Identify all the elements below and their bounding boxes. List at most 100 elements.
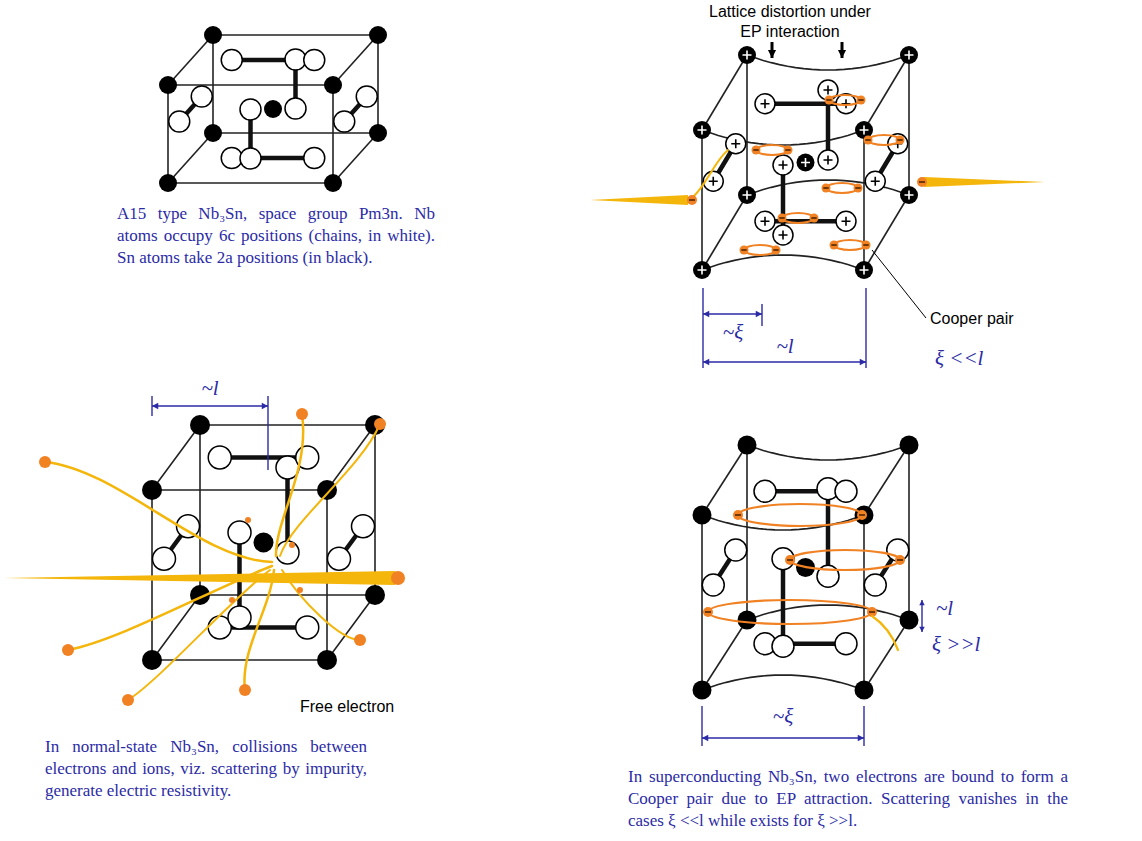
cube-edge: [702, 675, 864, 690]
nb-atom: [864, 574, 886, 596]
electron-trajectory: [282, 570, 360, 640]
relation-label: ξ >>l: [932, 632, 980, 656]
sn-atom: [264, 100, 282, 118]
arrow-head: [703, 359, 709, 365]
relation-label: ξ <<l: [935, 346, 983, 370]
unit-cell: [142, 415, 385, 670]
electron-dot: [245, 517, 251, 523]
charge-sign: [761, 99, 770, 108]
charge-sign: [897, 559, 903, 560]
charge-sign: [811, 217, 816, 218]
charge-sign: [824, 156, 833, 165]
electron-dot: [896, 136, 905, 145]
cube-edge: [863, 515, 865, 690]
nb-atom: [772, 548, 794, 570]
nb-atom: [285, 49, 306, 70]
sn-atom: [190, 415, 210, 435]
dimension-label: ~ξ: [763, 704, 803, 728]
charge-sign: [741, 249, 746, 250]
electron-dot: [917, 177, 927, 187]
electron-trajectory: [45, 462, 272, 562]
sn-atom: [900, 186, 918, 204]
sn-atom: [324, 174, 342, 192]
unit-cell: [159, 26, 387, 192]
electron-dot: [810, 214, 819, 223]
charge-sign: [859, 514, 865, 515]
nb-atom: [240, 99, 261, 120]
electron-dot: [354, 634, 366, 646]
nb-atom: [221, 50, 242, 71]
nb-atom: [772, 635, 794, 657]
charge-sign: [897, 139, 902, 140]
charge-sign: [773, 249, 778, 250]
nb-atom: [356, 86, 377, 107]
charge-sign: [731, 139, 740, 148]
cube-edge: [327, 425, 375, 490]
arrow-head: [152, 403, 158, 409]
charge-sign: [761, 217, 770, 226]
electron-dot: [854, 184, 863, 193]
electron-dot: [297, 587, 303, 593]
charge-sign: [779, 161, 788, 170]
charge-sign: [860, 126, 869, 135]
sn-atom: [693, 121, 711, 139]
sn-atom: [204, 124, 222, 142]
sn-atom: [369, 26, 387, 44]
dimension-arrow: [702, 737, 864, 738]
charge-sign: [823, 187, 828, 188]
nb-atom: [818, 150, 838, 170]
cube-edge: [702, 620, 747, 690]
sn-atom: [797, 154, 815, 172]
electron-trajectory: [872, 616, 898, 650]
electron-dot: [122, 694, 134, 706]
electron-dot: [778, 214, 787, 223]
dimension-arrow: [703, 361, 866, 362]
sn-atom: [254, 533, 274, 553]
cube-edge: [702, 55, 747, 130]
cube-edge: [168, 84, 333, 86]
electron-trajectory: [128, 570, 270, 700]
sn-atom: [855, 681, 874, 700]
nb-atom: [835, 633, 857, 655]
cube-edge: [702, 445, 747, 515]
cube-edge: [702, 255, 864, 270]
electron-dot: [752, 146, 761, 155]
dimension-tick: [702, 288, 703, 368]
electron-trajectory: [694, 150, 728, 196]
nb-atom: [228, 606, 251, 629]
nb-atom: [296, 616, 319, 639]
sn-atom: [900, 46, 918, 64]
electron-dot: [825, 96, 834, 105]
nb-atom: [304, 148, 325, 169]
electron-dot: [772, 246, 781, 255]
cube-edge: [212, 35, 214, 133]
electron-dot: [830, 241, 839, 250]
electron-trajectory: [280, 424, 380, 556]
electron-dot: [62, 644, 74, 656]
dimension-arrow: [152, 405, 268, 406]
nb-chain-bond: [826, 489, 831, 577]
cube-edge: [746, 445, 748, 620]
sn-atom: [738, 611, 757, 630]
sn-atom: [142, 480, 162, 500]
cube-edge: [377, 35, 379, 133]
dimension-tick: [701, 706, 702, 746]
cube-edge: [701, 130, 703, 270]
cube-edge: [702, 195, 747, 270]
sn-atom: [317, 480, 337, 500]
cube-edge: [213, 34, 378, 36]
annotation-label: Lattice distortion under EP interaction: [705, 2, 875, 42]
nb-atom: [221, 148, 242, 169]
cube-edge: [333, 133, 378, 183]
cooper-pair-orbit: [834, 240, 866, 250]
nb-atom: [208, 446, 231, 469]
cooper-pair-orbit: [744, 245, 776, 255]
cube-edge: [199, 425, 201, 595]
charge-sign: [753, 149, 758, 150]
charge-sign: [865, 139, 870, 140]
cube-edge: [701, 515, 703, 690]
electron-dot: [862, 241, 871, 250]
arrow-head: [860, 359, 866, 365]
